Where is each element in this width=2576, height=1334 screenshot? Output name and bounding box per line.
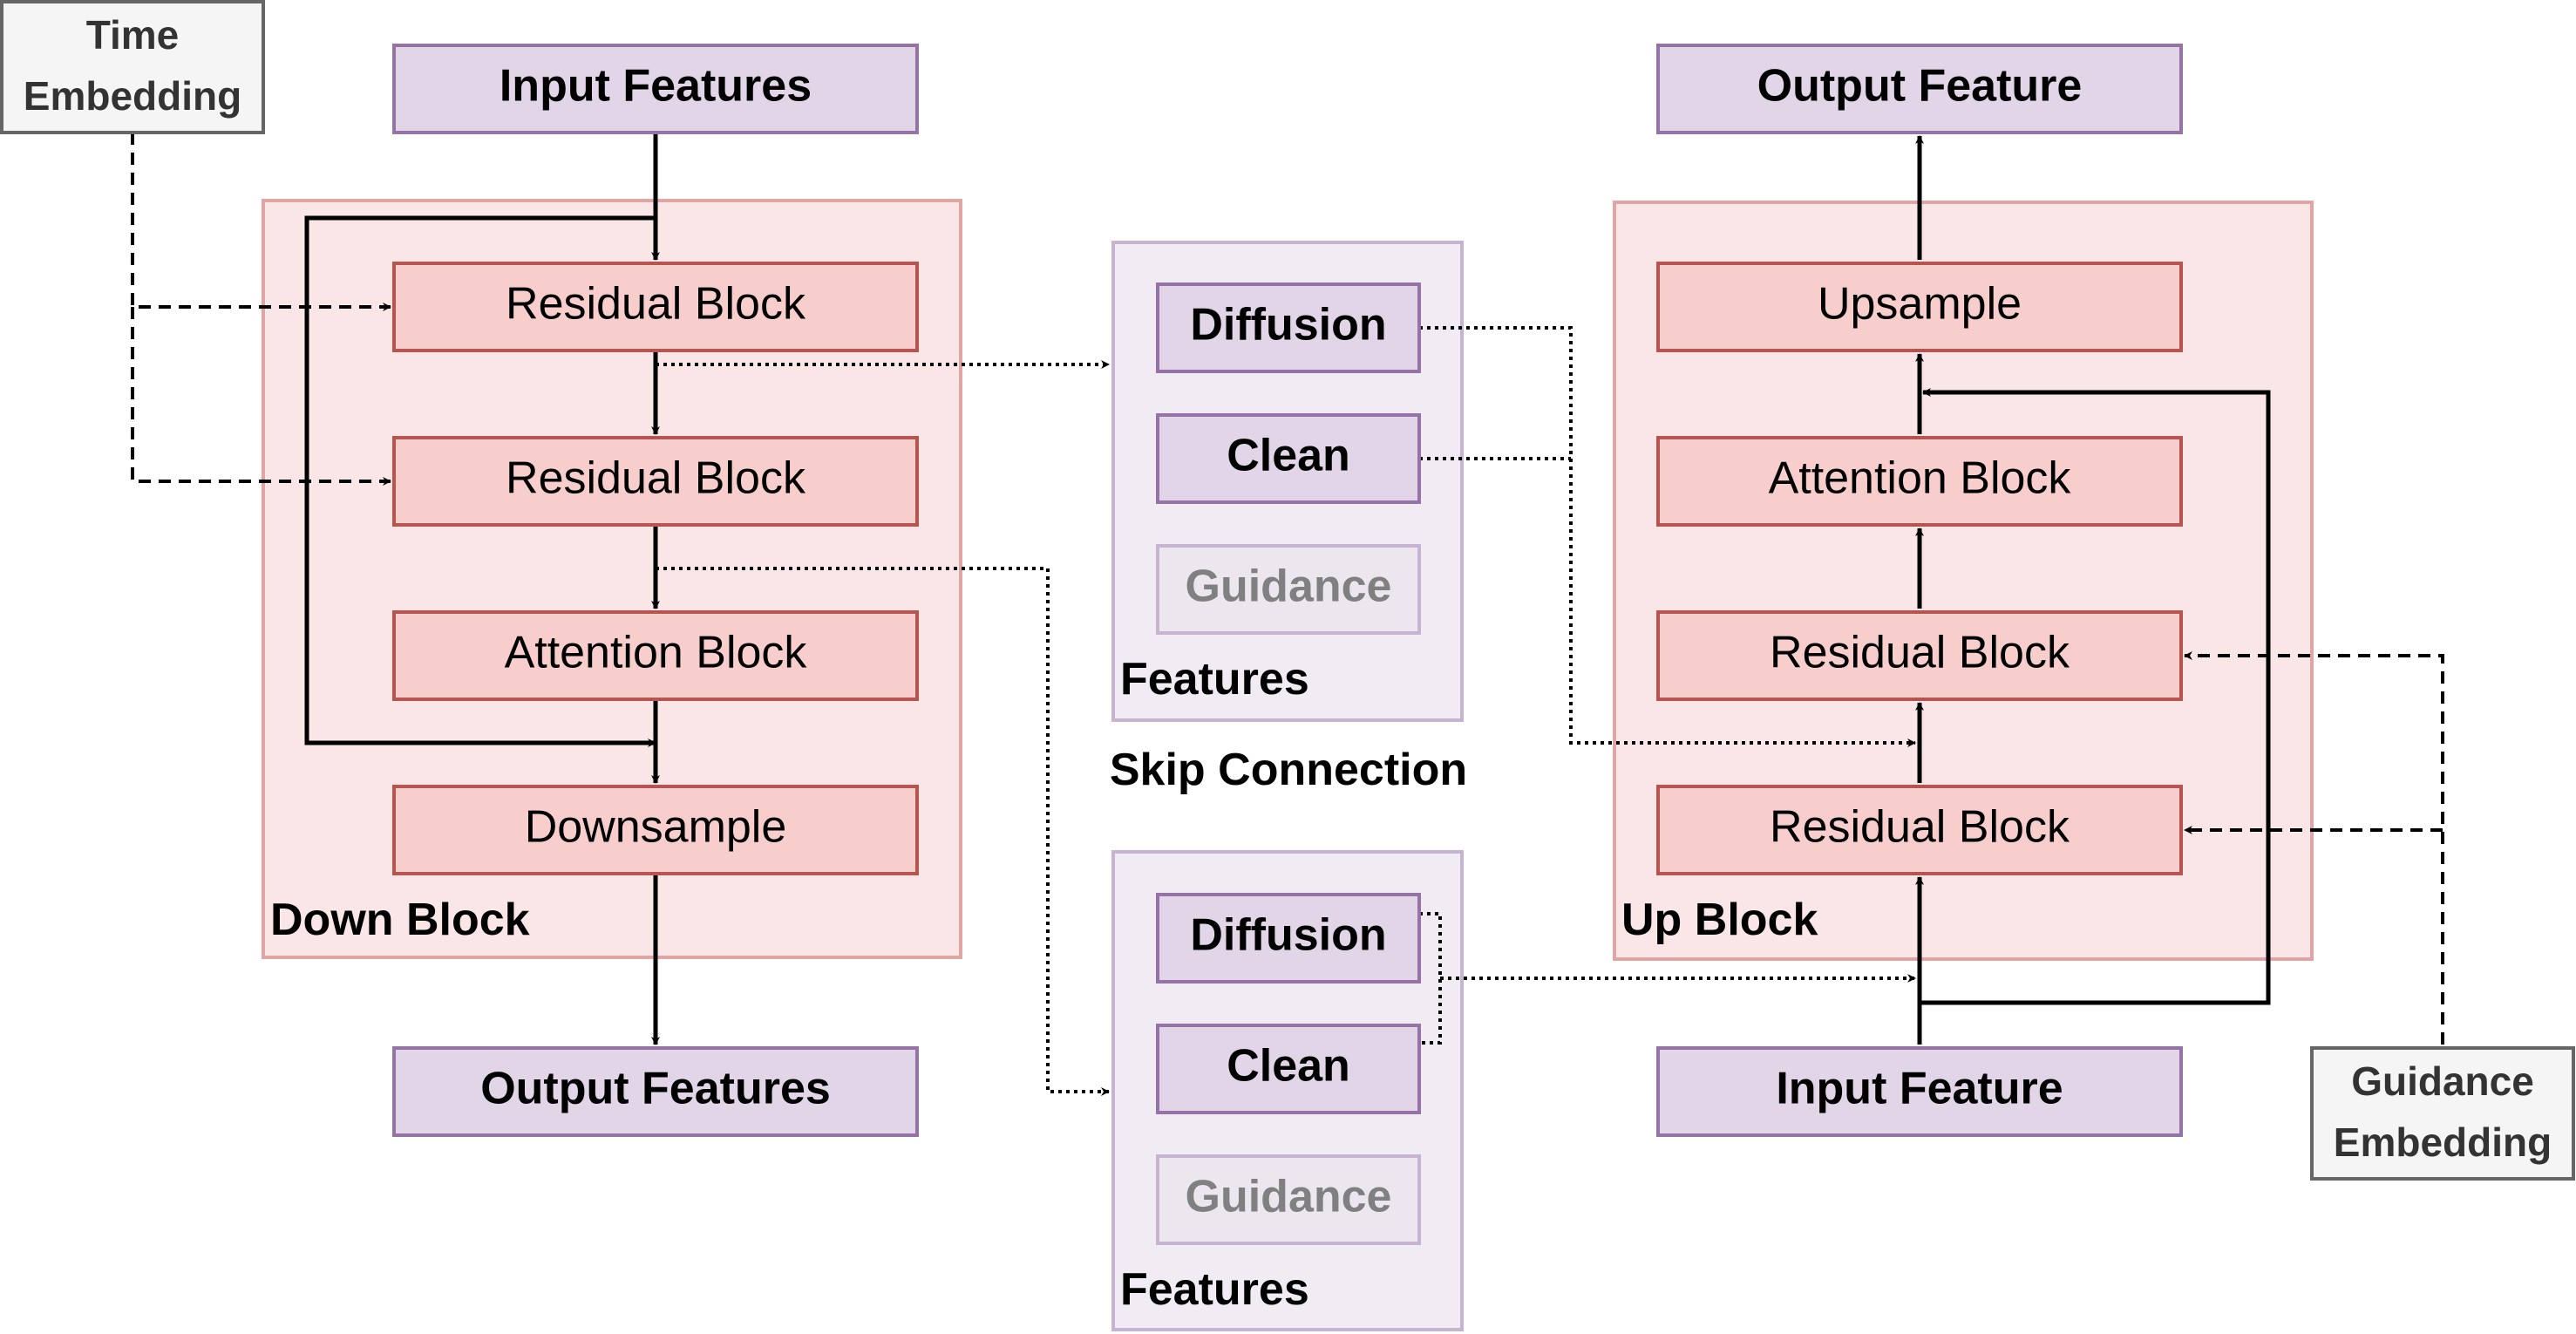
skip-connection-title: Skip Connection — [1110, 745, 1467, 795]
up-input-feature-label: Input Feature — [1776, 1064, 2063, 1114]
time-embedding-line1: Time — [86, 12, 180, 58]
skip-top-diffusion-label: Diffusion — [1190, 300, 1386, 351]
down-residual-block-1: Residual Block — [392, 262, 919, 352]
guidance-embedding-node: Guidance Embedding — [2310, 1046, 2575, 1181]
skip-bottom-guidance-node: Guidance — [1156, 1154, 1421, 1245]
up-input-feature-node: Input Feature — [1656, 1046, 2183, 1137]
up-residual-block-1: Residual Block — [1656, 785, 2183, 875]
down-input-features-node: Input Features — [392, 44, 919, 134]
downsample-label: Downsample — [525, 802, 787, 853]
down-output-features-node: Output Features — [392, 1046, 919, 1137]
skip-top-guidance-label: Guidance — [1186, 562, 1392, 612]
guidance-embedding-line1: Guidance — [2351, 1058, 2534, 1104]
down-attention-block-label: Attention Block — [505, 628, 808, 678]
skip-top-clean-node: Clean — [1156, 413, 1421, 504]
skip-top-guidance-node: Guidance — [1156, 544, 1421, 635]
up-output-feature-node: Output Feature — [1656, 44, 2183, 134]
down-block-title: Down Block — [270, 895, 530, 945]
guidance-embedding-line2: Embedding — [2334, 1120, 2552, 1165]
up-attention-block: Attention Block — [1656, 436, 2183, 527]
skip-top-diffusion-node: Diffusion — [1156, 282, 1421, 373]
skip-bottom-guidance-label: Guidance — [1186, 1172, 1392, 1222]
up-residual-block-2: Residual Block — [1656, 610, 2183, 701]
down-residual-block-2: Residual Block — [392, 436, 919, 527]
upsample-label: Upsample — [1818, 279, 2022, 330]
downsample-node: Downsample — [392, 785, 919, 875]
guidance-embedding-arrows — [2184, 651, 2444, 1045]
up-attention-block-label: Attention Block — [1769, 453, 2072, 504]
up-output-feature-label: Output Feature — [1757, 61, 2083, 112]
skip-bottom-clean-label: Clean — [1227, 1041, 1350, 1092]
time-embedding-line2: Embedding — [24, 73, 241, 119]
up-block-title: Up Block — [1621, 895, 1818, 945]
down-output-features-label: Output Features — [480, 1064, 831, 1114]
skip-bottom-clean-node: Clean — [1156, 1024, 1421, 1114]
skip-bottom-features-title: Features — [1120, 1264, 1309, 1315]
skip-top-features-title: Features — [1120, 654, 1309, 704]
skip-bottom-diffusion-node: Diffusion — [1156, 893, 1421, 983]
down-residual-block-2-label: Residual Block — [506, 453, 806, 504]
up-residual-block-2-label: Residual Block — [1770, 628, 2070, 678]
up-path-arrows — [1915, 135, 2271, 1045]
time-embedding-node: Time Embedding — [0, 0, 265, 134]
time-embedding-arrows — [131, 133, 391, 486]
down-input-features-label: Input Features — [500, 61, 812, 112]
down-residual-block-1-label: Residual Block — [506, 279, 806, 330]
skip-top-clean-label: Clean — [1227, 431, 1350, 481]
skip-bottom-diffusion-label: Diffusion — [1190, 910, 1386, 961]
skip-connection-arrows — [656, 326, 1916, 1096]
down-attention-block: Attention Block — [392, 610, 919, 701]
upsample-node: Upsample — [1656, 262, 2183, 352]
up-residual-block-1-label: Residual Block — [1770, 802, 2070, 853]
